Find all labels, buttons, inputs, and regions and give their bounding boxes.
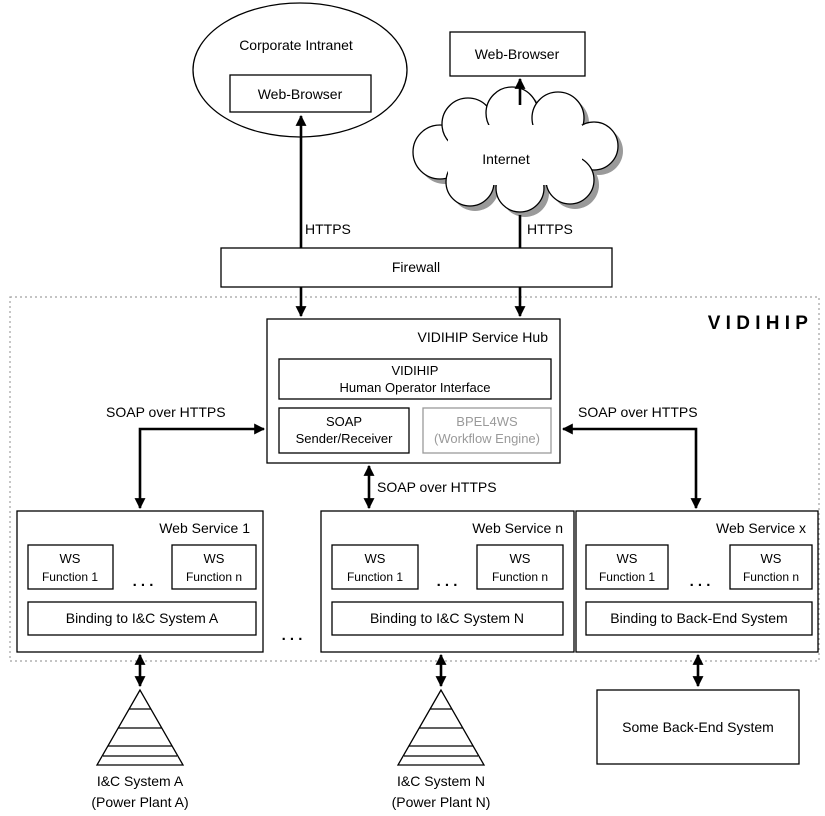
wsn-binding: Binding to I&C System N [370,610,524,626]
https-right-label: HTTPS [527,221,573,237]
web-service-1: Web Service 1 WS Function 1 . . . WS Fun… [16,510,264,653]
soap-link-wsx [561,423,702,510]
vidihip-service-hub: VIDIHIP Service Hub VIDIHIP Human Operat… [266,318,561,464]
soap-line2: Sender/Receiver [296,431,393,446]
hub-title: VIDIHIP Service Hub [418,329,549,345]
system-a-line2: (Power Plant A) [91,794,188,810]
between-services-dots: . . . [282,627,303,644]
system-n-line1: I&C System N [397,773,485,789]
vidihip-label: V I D I H I P [708,313,809,334]
wsx-title: Web Service x [716,520,806,536]
ws1-fnn-a: WS [204,551,225,566]
soap-link-ws1 [134,423,266,510]
wsn-fn1-a: WS [365,551,386,566]
wsx-fnn-a: WS [761,551,782,566]
ic-system-n-pyramid [396,688,486,766]
ws1-title: Web Service 1 [159,520,250,536]
wsx-binding: Binding to Back-End System [610,610,787,626]
https-left-label: HTTPS [305,221,351,237]
wsn-dots: . . . [437,573,458,590]
wsn-title: Web Service n [472,520,563,536]
soap-center-label: SOAP over HTTPS [377,479,497,495]
wsn-fn1-b: Function 1 [347,570,403,584]
intranet-web-browser-label: Web-Browser [258,86,343,102]
ic-system-a-pyramid [95,688,185,766]
internet-label: Internet [482,151,530,167]
external-web-browser-label: Web-Browser [475,46,560,62]
backend-label: Some Back-End System [622,719,774,735]
hoi-line2: Human Operator Interface [339,380,490,395]
internet-cloud: Internet [412,86,623,217]
soap-left-label: SOAP over HTTPS [106,404,226,420]
firewall-label: Firewall [392,259,440,275]
wsn-fnn-b: Function n [492,570,548,584]
ws1-fn1-b: Function 1 [42,570,98,584]
hoi-line1: VIDIHIP [392,363,439,378]
wsn-fnn-a: WS [510,551,531,566]
wsx-fn1-a: WS [617,551,638,566]
soap-right-label: SOAP over HTTPS [578,404,698,420]
vidihip-boundary [9,296,820,662]
system-a-line1: I&C System A [97,773,184,789]
ws1-fn1-a: WS [60,551,81,566]
corporate-intranet-label: Corporate Intranet [239,37,353,53]
external-web-browser: Web-Browser [449,31,586,77]
ws1-dots: . . . [133,573,154,590]
bpel-line2: (Workflow Engine) [434,431,540,446]
system-n-line2: (Power Plant N) [392,794,491,810]
wsx-fnn-b: Function n [743,570,799,584]
bpel-line1: BPEL4WS [456,414,518,429]
web-service-x: Web Service x WS Function 1 . . . WS Fun… [575,510,819,653]
wsx-dots: . . . [690,573,711,590]
backend-system: Some Back-End System [596,689,800,765]
corporate-intranet: Corporate Intranet Web-Browser [192,2,408,138]
ws1-fnn-b: Function n [186,570,242,584]
ws1-binding: Binding to I&C System A [66,610,219,626]
firewall: Firewall [220,247,613,288]
web-service-n: Web Service n WS Function 1 . . . WS Fun… [320,510,575,653]
wsx-fn1-b: Function 1 [599,570,655,584]
soap-line1: SOAP [326,414,362,429]
